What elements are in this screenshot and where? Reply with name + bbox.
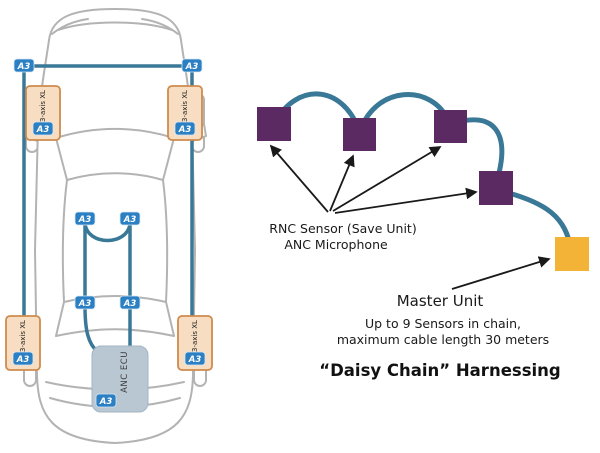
a3-badge: A3 xyxy=(184,351,206,366)
a3-badge-background xyxy=(32,121,54,136)
rnc-sensor-node-2 xyxy=(343,118,376,151)
a3-badge-text: A3 xyxy=(178,125,192,135)
a3-badge-background xyxy=(95,393,117,408)
headlight-left xyxy=(51,18,89,35)
sensor-box-label: 3-axis XL xyxy=(181,90,189,122)
car-body-outline xyxy=(34,8,196,444)
a3-badge: A3 xyxy=(13,58,35,73)
pointer-arrow-3 xyxy=(332,146,442,212)
master-pointer-arrow xyxy=(451,256,551,290)
a3-badge: A3 xyxy=(119,295,141,310)
a3-badge: A3 xyxy=(74,211,96,226)
corner-sensor-rear-right: 3-axis XL A3 xyxy=(177,315,213,371)
a3-badge-text: A3 xyxy=(99,397,113,407)
a3-badge: A3 xyxy=(12,351,34,366)
a3-badge: A3 xyxy=(32,121,54,136)
a3-badge: A3 xyxy=(181,58,203,73)
a3-badge-background xyxy=(13,58,35,73)
a3-badge-text: A3 xyxy=(78,299,92,309)
master-unit-label: Master Unit xyxy=(397,292,484,310)
roof-line-right xyxy=(162,179,169,303)
a3-badge-text: A3 xyxy=(16,355,30,365)
master-unit-node xyxy=(555,237,589,271)
roof-line-left xyxy=(61,179,68,303)
a3-badge: A3 xyxy=(95,393,117,408)
cable-perimeter-loop xyxy=(22,64,194,332)
a3-badge: A3 xyxy=(119,211,141,226)
pointer-arrow-2 xyxy=(329,154,355,212)
a3-badge: A3 xyxy=(74,295,96,310)
rnc-sensor-node-4 xyxy=(479,171,513,205)
corner-sensor-rear-left: 3-axis XL A3 xyxy=(5,315,41,371)
a3-badge-background xyxy=(119,295,141,310)
a3-badge-background xyxy=(174,121,196,136)
a3-badge-text: A3 xyxy=(188,355,202,365)
vehicle-cable-harness xyxy=(22,64,194,354)
pointer-arrow-4 xyxy=(334,187,478,214)
sensor-box-label: 3-axis XL xyxy=(39,90,47,122)
anc-ecu-module: ANC ECU A3 xyxy=(91,345,149,413)
sensor-box-label: 3-axis XL xyxy=(191,320,199,352)
ecu-label: ANC ECU xyxy=(120,351,130,393)
sensor-box-label: 3-axis XL xyxy=(19,320,27,352)
headlight-right xyxy=(141,18,179,35)
vehicle-top-view-diagram: 3-axis XL A3 3-axis XL A3 3-axis XL A3 xyxy=(5,8,213,444)
a3-badge-background xyxy=(181,58,203,73)
a3-badge-background xyxy=(74,211,96,226)
a3-badge-background xyxy=(12,351,34,366)
a3-badge-text: A3 xyxy=(17,62,31,72)
a3-badge-text: A3 xyxy=(123,299,137,309)
a3-badge-text: A3 xyxy=(36,125,50,135)
a3-badge-text: A3 xyxy=(78,215,92,225)
cable-center-link xyxy=(83,222,132,243)
corner-sensor-front-left: 3-axis XL A3 xyxy=(25,85,61,141)
a3-badge-background xyxy=(119,211,141,226)
a3-badge-text: A3 xyxy=(123,215,137,225)
pointer-arrows xyxy=(269,144,551,290)
a3-badge-background xyxy=(74,295,96,310)
rnc-sensor-node-1 xyxy=(257,107,291,141)
diagram-title: “Daisy Chain” Harnessing xyxy=(319,361,561,380)
daisy-chain-diagram: RNC Sensor (Save Unit) ANC Microphone Ma… xyxy=(257,91,589,380)
a3-badge-text: A3 xyxy=(185,62,199,72)
hood-line xyxy=(57,21,173,31)
a3-badge: A3 xyxy=(174,121,196,136)
rnc-sensor-label-line1: RNC Sensor (Save Unit) xyxy=(269,221,416,236)
rnc-sensor-node-3 xyxy=(434,110,467,143)
pointer-arrow-1 xyxy=(269,144,329,213)
a3-badge-background xyxy=(184,351,206,366)
corner-sensor-front-right: 3-axis XL A3 xyxy=(167,85,203,141)
chain-note-line2: maximum cable length 30 meters xyxy=(337,332,549,347)
rnc-sensor-label-line2: ANC Microphone xyxy=(284,237,388,252)
chain-note-line1: Up to 9 Sensors in chain, xyxy=(365,316,521,331)
